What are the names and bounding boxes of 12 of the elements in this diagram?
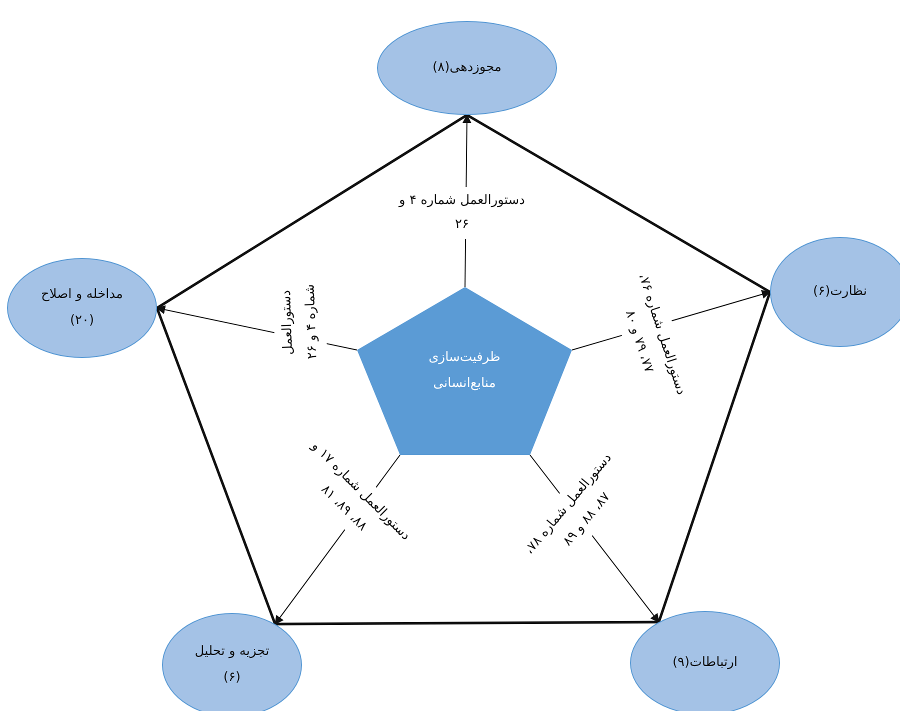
node-text: مداخله و اصلاح (۲۰) bbox=[40, 286, 124, 330]
node-text: ظرفیت‌سازی منابع‌انسانی bbox=[428, 349, 502, 393]
frame-line bbox=[466, 114, 771, 294]
frame-line bbox=[275, 620, 659, 626]
node-text: تجزیه و تحلیل (۶) bbox=[194, 643, 270, 687]
frame-line bbox=[156, 308, 276, 624]
center-pentagon bbox=[357, 287, 572, 455]
frame-line bbox=[156, 114, 468, 310]
frame-line bbox=[658, 292, 772, 622]
node-text: ارتباطات(۹) bbox=[671, 654, 739, 672]
node-text: مجوزدهی(۸) bbox=[432, 59, 502, 77]
node-text: نظارت(۶) bbox=[812, 283, 868, 301]
